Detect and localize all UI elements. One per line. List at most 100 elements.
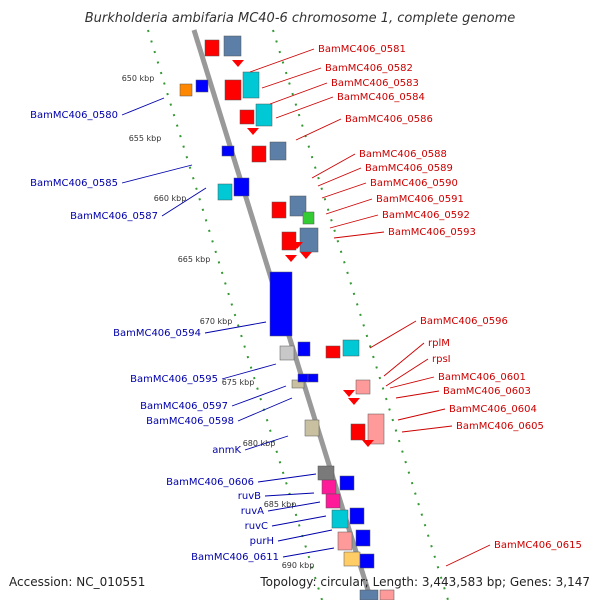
callout-line bbox=[397, 408, 446, 421]
strand-arrow-7 bbox=[362, 440, 374, 447]
forward-gene-label: BamMC406_0589 bbox=[365, 163, 453, 174]
accession-text: Accession: NC_010551 bbox=[9, 575, 145, 589]
callout-line bbox=[395, 390, 440, 399]
gene-feature-11 bbox=[289, 195, 307, 217]
callout-line bbox=[257, 473, 317, 483]
gene-feature-10 bbox=[217, 183, 233, 201]
gene-feature-7 bbox=[269, 141, 287, 161]
reverse-gene-label: BamMC406_0580 bbox=[30, 110, 118, 121]
gene-feature-20 bbox=[297, 341, 311, 357]
forward-gene-label: BamMC406_0601 bbox=[438, 372, 526, 383]
callout-line bbox=[267, 501, 321, 512]
gene-feature-16 bbox=[269, 271, 293, 337]
callout-line bbox=[401, 425, 453, 433]
reverse-gene-label: purH bbox=[250, 536, 274, 547]
gene-feature-24 bbox=[350, 423, 366, 441]
reverse-gene-label: BamMC406_0611 bbox=[191, 552, 279, 563]
gene-feature-32 bbox=[337, 531, 353, 551]
gene-feature-3 bbox=[242, 71, 260, 99]
forward-gene-label: BamMC406_0605 bbox=[456, 421, 544, 432]
map-title: Burkholderia ambifaria MC40-6 chromosome… bbox=[85, 11, 515, 26]
gene-feature-9 bbox=[233, 177, 250, 197]
callout-line bbox=[325, 198, 373, 215]
gene-feature-25 bbox=[304, 419, 320, 437]
gene-feature-14 bbox=[299, 227, 319, 253]
gene-feature-31 bbox=[349, 507, 365, 525]
tick-label: 660 kbp bbox=[154, 194, 187, 203]
forward-gene-label: BamMC406_0590 bbox=[370, 178, 458, 189]
tick-label: 680 kbp bbox=[243, 439, 276, 448]
tick-label: 665 kbp bbox=[178, 255, 211, 264]
reverse-gene-label: BamMC406_0595 bbox=[130, 374, 218, 385]
callout-line bbox=[269, 82, 328, 105]
gene-feature-18 bbox=[325, 345, 341, 359]
gene-feature-17 bbox=[342, 339, 360, 357]
gene-feature-27 bbox=[321, 479, 337, 495]
forward-gene-label: BamMC406_0603 bbox=[443, 386, 531, 397]
reverse-gene-label: BamMC406_0585 bbox=[30, 178, 118, 189]
gene-feature-4 bbox=[224, 79, 242, 101]
forward-gene-label: BamMC406_0584 bbox=[337, 92, 425, 103]
forward-gene-labels: BamMC406_0581BamMC406_0582BamMC406_0583B… bbox=[249, 44, 582, 567]
tick-label: 650 kbp bbox=[122, 74, 155, 83]
forward-gene-label: BamMC406_0591 bbox=[376, 194, 464, 205]
callout-line bbox=[249, 48, 315, 73]
reverse-gene-label: BamMC406_0606 bbox=[166, 477, 254, 488]
strand-arrow-1 bbox=[232, 60, 244, 67]
gene-feature-38 bbox=[221, 145, 235, 157]
outer-dotted-ring bbox=[272, 29, 449, 600]
forward-gene-label: BamMC406_0586 bbox=[345, 114, 433, 125]
strand-arrow-5 bbox=[343, 390, 355, 397]
strand-arrow-3 bbox=[285, 255, 297, 262]
tick-label: 655 kbp bbox=[129, 134, 162, 143]
gene-feature-19 bbox=[279, 345, 295, 361]
gene-feature-35 bbox=[359, 553, 375, 569]
gene-feature-12 bbox=[271, 201, 287, 219]
forward-gene-label: BamMC406_0604 bbox=[449, 404, 537, 415]
gene-feature-28 bbox=[339, 475, 355, 491]
forward-gene-label: BamMC406_0592 bbox=[382, 210, 470, 221]
callout-line bbox=[295, 118, 342, 141]
callout-line bbox=[282, 547, 335, 558]
callout-line bbox=[383, 342, 425, 377]
gene-feature-8 bbox=[251, 145, 267, 163]
genome-summary-text: Topology: circular; Length: 3,443,583 bp… bbox=[259, 575, 590, 589]
strand-arrow-8 bbox=[300, 252, 312, 259]
callout-line bbox=[161, 187, 207, 217]
gene-feature-33 bbox=[355, 529, 371, 547]
callout-line bbox=[237, 397, 293, 422]
inner-dotted-ring bbox=[147, 29, 323, 600]
gene-feature-5 bbox=[255, 103, 273, 127]
gene-feature-37 bbox=[195, 79, 209, 93]
callout-line bbox=[221, 363, 277, 380]
gene-feature-15 bbox=[281, 231, 297, 251]
reverse-gene-label: ruvB bbox=[238, 491, 261, 502]
callout-line bbox=[277, 529, 333, 542]
gene-feature-6 bbox=[239, 109, 255, 125]
callout-line bbox=[311, 153, 356, 179]
forward-gene-label: BamMC406_0593 bbox=[388, 227, 476, 238]
gene-feature-29 bbox=[325, 493, 341, 509]
gene-feature-39 bbox=[297, 373, 309, 383]
tick-label: 670 kbp bbox=[200, 317, 233, 326]
forward-gene-label: rpsI bbox=[432, 354, 451, 365]
forward-gene-label: BamMC406_0583 bbox=[331, 78, 419, 89]
forward-gene-label: BamMC406_0615 bbox=[494, 540, 582, 551]
gene-tracks bbox=[147, 29, 449, 600]
callout-line bbox=[329, 214, 379, 229]
reverse-gene-label: BamMC406_0587 bbox=[70, 211, 158, 222]
strand-arrow-2 bbox=[247, 128, 259, 135]
gene-feature-13 bbox=[302, 211, 315, 225]
callout-line bbox=[204, 321, 267, 334]
gene-feature-42 bbox=[379, 589, 395, 600]
callout-line bbox=[445, 544, 491, 567]
callout-line bbox=[261, 67, 322, 89]
callout-line bbox=[317, 167, 362, 187]
reverse-gene-label: BamMC406_0594 bbox=[113, 328, 201, 339]
callout-line bbox=[121, 164, 193, 184]
callout-line bbox=[121, 97, 165, 116]
callout-line bbox=[389, 376, 435, 389]
tick-label: 685 kbp bbox=[264, 500, 297, 509]
gene-feature-40 bbox=[307, 373, 319, 383]
